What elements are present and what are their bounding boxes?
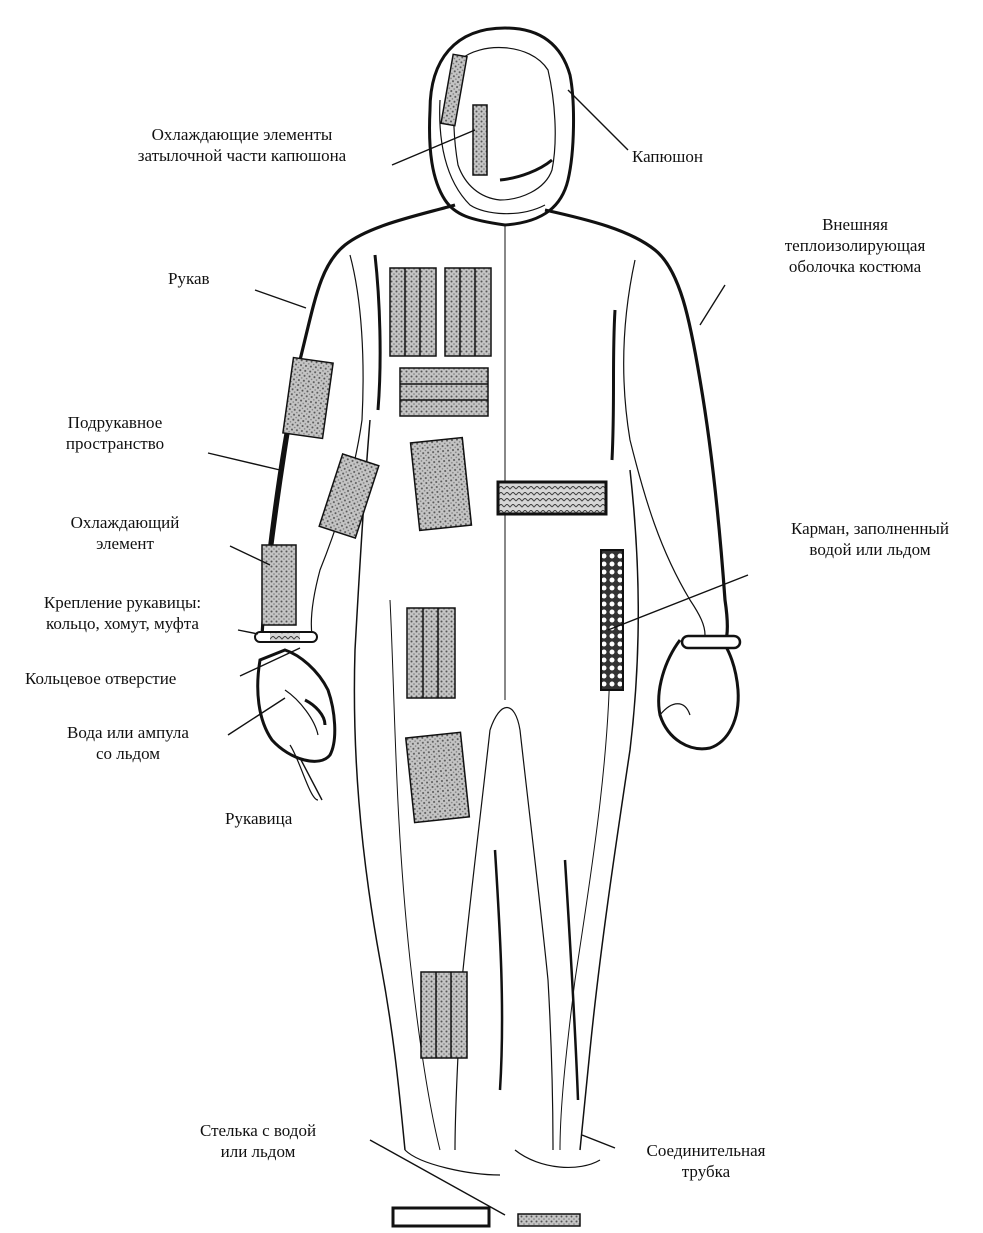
insole-right (518, 1214, 580, 1226)
left-ring-stripes (270, 633, 300, 641)
label-cooling-element-line1: Охлаждающий (45, 512, 205, 533)
hood (430, 28, 574, 225)
abdomen-cooling-pad (411, 438, 472, 531)
label-mitten: Рукавица (225, 808, 292, 829)
label-cooling-element-line2: элемент (45, 533, 205, 554)
side-pocket (601, 550, 623, 690)
label-outer-shell-line2: теплоизолирующая (755, 235, 955, 256)
label-hood-cooling: Охлаждающие элементы затылочной части ка… (102, 124, 382, 166)
label-outer-shell-line1: Внешняя (755, 214, 955, 235)
label-outer-shell: Внешняя теплоизолирующая оболочка костюм… (755, 214, 955, 277)
label-sleeve: Рукав (168, 268, 210, 289)
leg-cooling-pads (406, 608, 470, 1058)
suit-body (262, 205, 727, 1175)
label-mitten-line1: Рукавица (225, 808, 292, 829)
label-ring-opening: Кольцевое отверстие (25, 668, 176, 689)
sleeve-cooling-pad-lower (262, 545, 296, 625)
hood-cooling-pad-back (473, 105, 487, 175)
label-ring-opening-line1: Кольцевое отверстие (25, 668, 176, 689)
label-sleeve-line1: Рукав (168, 268, 210, 289)
label-hood: Капюшон (632, 146, 703, 167)
label-insole-line1: Стелька с водой (168, 1120, 348, 1141)
label-water-ampoule-line2: со льдом (28, 743, 228, 764)
label-hood-cooling-line1: Охлаждающие элементы (102, 124, 382, 145)
label-mitten-fastening-line2: кольцо, хомут, муфта (5, 613, 240, 634)
label-pocket: Карман, заполненный водой или льдом (760, 518, 980, 560)
label-pocket-line1: Карман, заполненный (760, 518, 980, 539)
label-insole: Стелька с водой или льдом (168, 1120, 348, 1162)
label-mitten-fastening-line1: Крепление рукавицы: (5, 592, 240, 613)
label-water-ampoule-line1: Вода или ампула (28, 722, 228, 743)
sleeve-cooling-pad-upper (283, 358, 333, 439)
label-outer-shell-line3: оболочка костюма (755, 256, 955, 277)
label-hood-cooling-line2: затылочной части капюшона (102, 145, 382, 166)
label-insole-line2: или льдом (168, 1141, 348, 1162)
label-connecting-tube: Соединительная трубка (616, 1140, 796, 1182)
label-water-ampoule: Вода или ампула со льдом (28, 722, 228, 764)
label-underarm-line2: пространство (30, 433, 200, 454)
label-hood-line1: Капюшон (632, 146, 703, 167)
hood-cooling-pad-top (441, 54, 467, 125)
right-arm (659, 640, 739, 749)
label-connecting-tube-line1: Соединительная (616, 1140, 796, 1161)
label-underarm: Подрукавное пространство (30, 412, 200, 454)
chest-cooling-pads (390, 268, 491, 416)
belt-pocket (498, 482, 606, 514)
right-mitten-fastening-ring (682, 636, 740, 648)
leader-lines (208, 90, 748, 1215)
label-underarm-line1: Подрукавное (30, 412, 200, 433)
insole-left (393, 1208, 489, 1226)
label-connecting-tube-line2: трубка (616, 1161, 796, 1182)
label-mitten-fastening: Крепление рукавицы: кольцо, хомут, муфта (5, 592, 240, 634)
label-cooling-element: Охлаждающий элемент (45, 512, 205, 554)
sleeve-cooling-pad-forearm (319, 454, 379, 538)
label-pocket-line2: водой или льдом (760, 539, 980, 560)
